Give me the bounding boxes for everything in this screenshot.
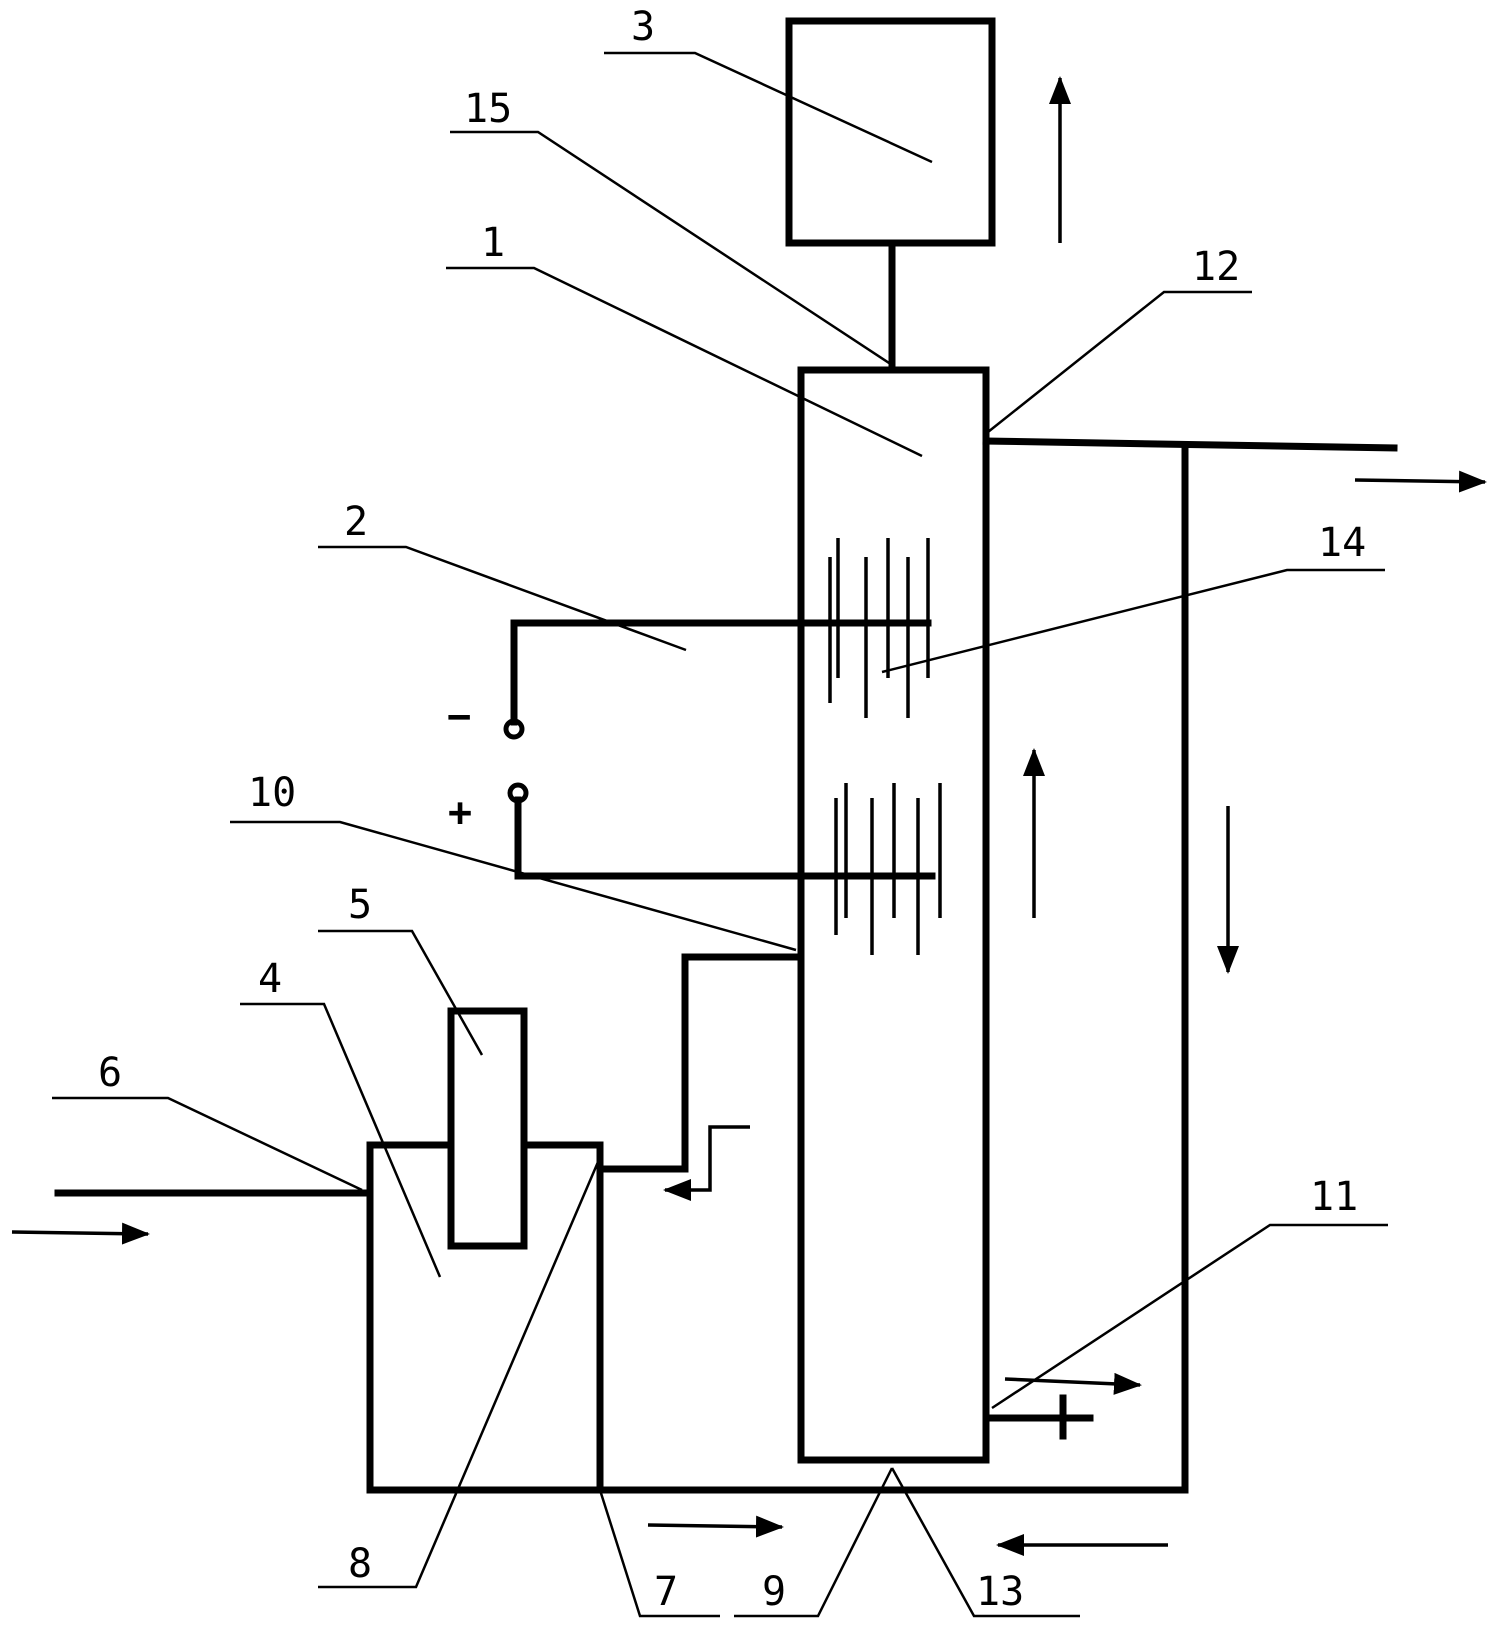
label-14: 14	[1318, 520, 1366, 566]
positive-terminal	[507, 782, 529, 804]
label-2: 2	[344, 499, 368, 545]
arrow-left-feedline	[663, 1125, 750, 1201]
label-11: 11	[1310, 1174, 1358, 1220]
top-unit-3	[785, 17, 996, 247]
label-1: 1	[481, 220, 505, 266]
label-3: 3	[631, 4, 655, 50]
electrode-plates-lower	[834, 783, 942, 955]
outlet-pipe-12	[982, 437, 1398, 452]
feed-line-10	[596, 953, 805, 1173]
label-8: 8	[348, 1541, 372, 1587]
label-15: 15	[464, 86, 512, 132]
label-7: 7	[654, 1569, 678, 1615]
arrow-right-bottom	[647, 1515, 784, 1538]
label-13: 13	[976, 1569, 1024, 1615]
tank-4	[366, 1141, 604, 1494]
leader-lines	[52, 51, 1388, 1618]
negative-symbol: −	[447, 694, 471, 740]
label-10: 10	[248, 770, 296, 816]
agitator-5	[447, 1007, 528, 1250]
negative-terminal	[503, 718, 525, 740]
arrow-right-feed	[11, 1222, 150, 1245]
negative-lead	[510, 619, 932, 726]
label-9: 9	[762, 1569, 786, 1615]
arrow-right-top	[1354, 470, 1487, 493]
reaction-column-1	[797, 366, 990, 1464]
label-4: 4	[258, 956, 282, 1002]
label-6: 6	[98, 1050, 122, 1096]
positive-symbol: +	[448, 790, 472, 836]
label-12: 12	[1192, 244, 1240, 290]
positive-lead	[514, 796, 936, 880]
electrode-plates-upper-14	[828, 538, 930, 718]
arrow-right-outlet	[1004, 1372, 1142, 1395]
label-5: 5	[348, 882, 372, 928]
